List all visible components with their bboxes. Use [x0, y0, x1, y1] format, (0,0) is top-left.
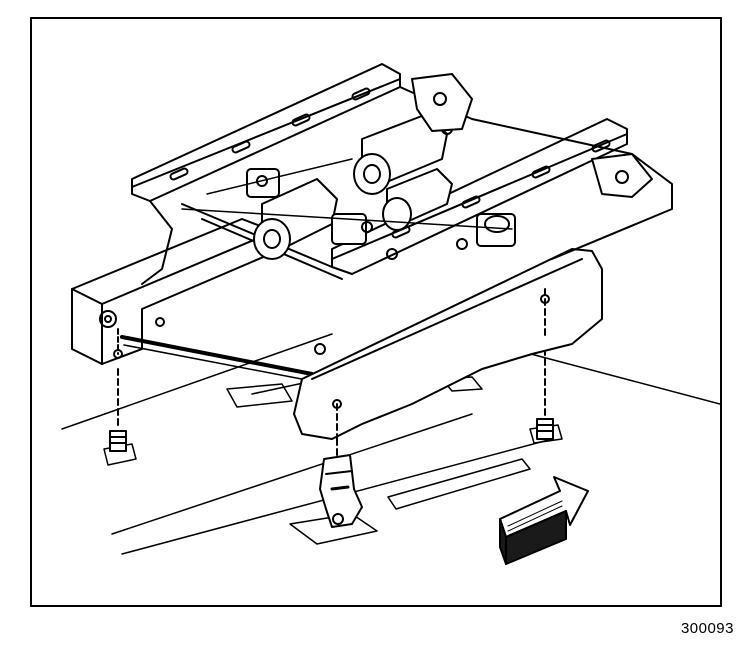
torsion-bar — [120, 335, 314, 382]
direction-arrow-icon — [499, 476, 589, 565]
rail-front — [293, 248, 603, 440]
figure-id-label: 300093 — [680, 620, 734, 637]
figure-frame — [30, 17, 722, 607]
stud-rear-left — [103, 368, 137, 466]
upper-channel-rear — [131, 63, 401, 202]
motor-assembly — [181, 113, 516, 260]
floor-slot-rear — [226, 383, 293, 408]
rail-rear — [71, 218, 269, 365]
stud-front-right — [529, 348, 563, 444]
front-bracket — [411, 73, 653, 198]
seat-adjuster-drawing — [61, 63, 720, 565]
bolt-icon — [113, 294, 550, 409]
